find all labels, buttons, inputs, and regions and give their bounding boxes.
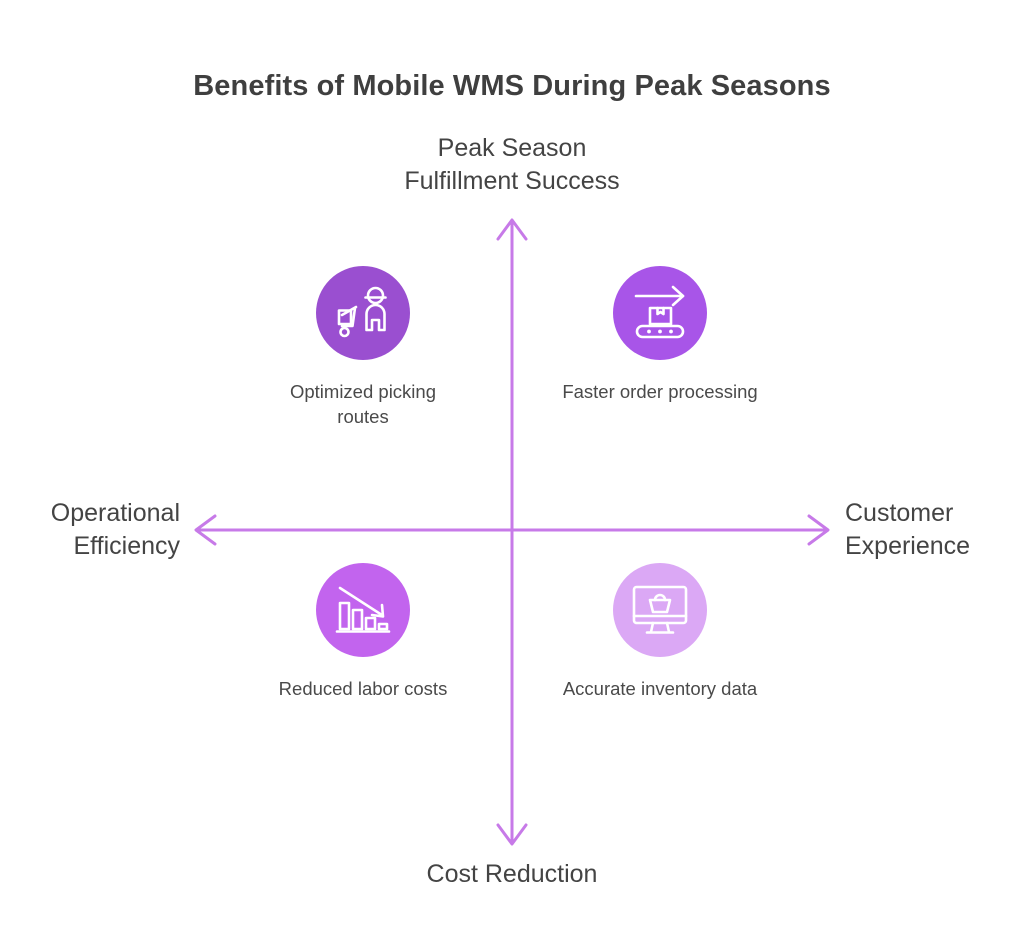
warehouse-worker-cart-icon bbox=[332, 282, 394, 344]
down-arrowhead bbox=[496, 823, 528, 846]
monitor-basket-icon bbox=[629, 579, 691, 641]
axis-label-left: Operational Efficiency bbox=[50, 499, 180, 561]
declining-bar-chart-icon bbox=[332, 579, 394, 641]
icon-circle-top-left bbox=[316, 266, 410, 360]
left-arrowhead bbox=[194, 514, 217, 546]
quadrant-caption-top-right: Faster order processing bbox=[562, 381, 758, 402]
axis-label-bottom: Cost Reduction bbox=[426, 860, 598, 888]
page-title: Benefits of Mobile WMS During Peak Seaso… bbox=[193, 70, 831, 102]
quadrant-caption-bottom-right: Accurate inventory data bbox=[562, 678, 758, 699]
quadrant-item-bottom-right[interactable]: Accurate inventory data bbox=[530, 563, 790, 702]
icon-circle-bottom-right bbox=[613, 563, 707, 657]
quadrant-caption-bottom-left: Reduced labor costs bbox=[278, 678, 448, 699]
icon-circle-top-right bbox=[613, 266, 707, 360]
axis-label-right: Customer Experience bbox=[845, 499, 971, 561]
quadrant-item-bottom-left[interactable]: Reduced labor costs bbox=[233, 563, 493, 702]
conveyor-belt-box-arrow-icon bbox=[629, 282, 691, 344]
quadrant-caption-top-left: Optimized picking routes bbox=[289, 381, 436, 427]
quadrant-item-top-right[interactable]: Faster order processing bbox=[530, 266, 790, 405]
up-arrowhead bbox=[496, 218, 528, 241]
icon-circle-bottom-left bbox=[316, 563, 410, 657]
quadrant-item-top-left[interactable]: Optimized picking routes bbox=[233, 266, 493, 429]
right-arrowhead bbox=[807, 514, 830, 546]
axis-label-top: Peak Season Fulfillment Success bbox=[404, 134, 620, 196]
